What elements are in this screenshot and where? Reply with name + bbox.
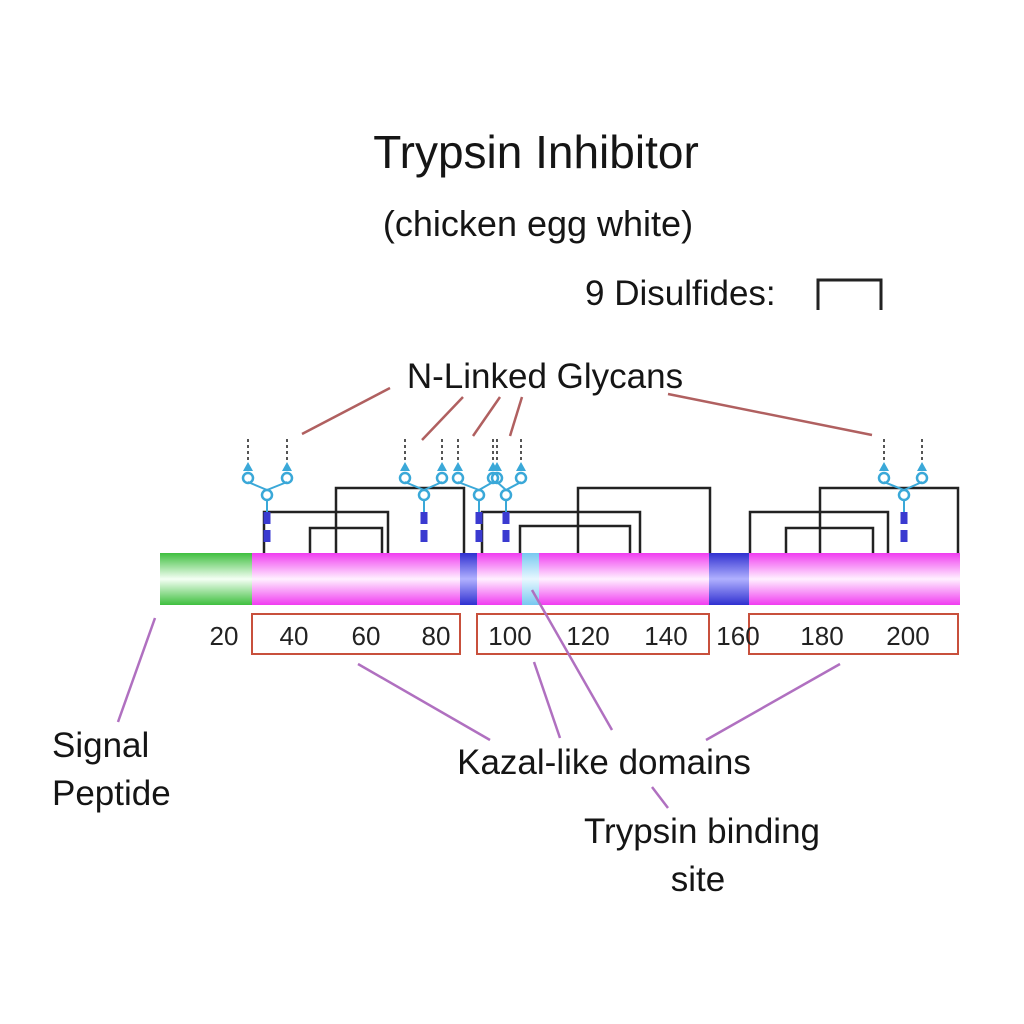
kazal-domain-box	[251, 613, 461, 655]
glycan-antenna	[453, 462, 463, 471]
glycans-label: N-Linked Glycans	[407, 357, 683, 396]
tick-label: 180	[800, 621, 843, 651]
glycan-mannose	[877, 471, 891, 485]
glycan-mannose	[280, 471, 294, 485]
glycan-core-square	[263, 512, 271, 524]
tick-label: 60	[352, 621, 381, 651]
linker-segment-1	[460, 553, 477, 605]
glycan-mannose	[915, 471, 929, 485]
disulfide-bonds	[262, 486, 960, 553]
glycan-mannose	[435, 471, 449, 485]
glycan-mannose	[486, 471, 500, 485]
glycan-callout-line	[421, 396, 464, 441]
glycan-mannose	[499, 488, 513, 502]
binding-callout-line	[651, 786, 669, 809]
glycan-link	[266, 481, 288, 491]
trypsin-binding-label-line2: site	[671, 860, 725, 899]
glycan-antenna	[400, 462, 410, 471]
disulfide-bond	[576, 486, 712, 553]
glycan-mannose	[241, 471, 255, 485]
signal-callout-line	[116, 617, 157, 723]
glycan-mannose	[260, 488, 274, 502]
tick-label: 40	[280, 621, 309, 651]
glycan-antenna	[879, 462, 889, 471]
glycan-core-square	[900, 530, 908, 542]
glycan-tree	[877, 438, 929, 542]
signal-peptide-label-line2: Peptide	[52, 774, 171, 813]
glycan-core-square	[900, 512, 908, 524]
glycan-core-square	[420, 512, 428, 524]
glycan-tree	[490, 438, 528, 542]
glycan-mannose	[514, 471, 528, 485]
glycan-core-square	[502, 512, 510, 524]
kazal-domains-label: Kazal-like domains	[457, 743, 751, 782]
disulfide-bond	[334, 486, 466, 553]
kazal-callout-line	[705, 662, 841, 742]
signal-peptide-label-line1: Signal	[52, 726, 149, 765]
glycan-callout-line	[667, 392, 873, 437]
domain-boxes	[251, 613, 959, 655]
tick-label: 200	[886, 621, 929, 651]
glycan-core-square	[475, 530, 483, 542]
trypsin-binding-label-line1: Trypsin binding	[584, 812, 820, 851]
glycan-antenna	[282, 462, 292, 471]
glycan-antenna	[243, 462, 253, 471]
glycan-tree	[451, 438, 500, 542]
disulfide-bond	[308, 526, 384, 553]
kazal-domain-box	[476, 613, 710, 655]
glycan-link	[883, 481, 905, 491]
glycan-callout-line	[508, 396, 524, 437]
glycan-tree	[241, 438, 294, 542]
signal-peptide-segment	[160, 553, 252, 605]
glycan-mannose	[897, 488, 911, 502]
binding-callout-line	[530, 589, 614, 731]
glycan-mannose	[472, 488, 486, 502]
glycan-callout-line	[471, 396, 502, 437]
disulfide-bond	[784, 526, 875, 553]
callout-lines	[116, 589, 841, 809]
glycan-mannose	[417, 488, 431, 502]
glycan-tree	[398, 438, 449, 542]
kazal-domain-box	[748, 613, 959, 655]
glycan-link	[457, 481, 480, 491]
diagram-subtitle: (chicken egg white)	[383, 203, 693, 244]
glycan-core-square	[475, 512, 483, 524]
disulfide-bond	[518, 524, 632, 553]
glycan-mannose	[398, 471, 412, 485]
glycan-core-square	[420, 530, 428, 542]
glycan-mannose	[490, 471, 504, 485]
linker-segment-2	[709, 553, 749, 605]
kazal-domain-1	[252, 553, 460, 605]
disulfide-bond	[818, 486, 960, 553]
glycan-antenna	[437, 462, 447, 471]
tick-label: 100	[488, 621, 531, 651]
tick-label: 140	[644, 621, 687, 651]
glycan-antenna	[516, 462, 526, 471]
tick-label: 120	[566, 621, 609, 651]
glycan-callouts	[301, 386, 873, 441]
axis-ticks: 20 40 60 80 100 120 140 160 180 200	[210, 621, 930, 651]
kazal-callout-line	[532, 661, 562, 739]
glycan-core-square	[263, 530, 271, 542]
tick-label: 160	[716, 621, 759, 651]
glycan-trees	[241, 438, 929, 542]
kazal-domain-3	[749, 553, 960, 605]
disulfide-legend-label: 9 Disulfides:	[585, 274, 776, 313]
glycan-mannose	[451, 471, 465, 485]
disulfide-legend-icon	[816, 278, 883, 310]
glycan-antenna	[917, 462, 927, 471]
disulfide-bond	[262, 510, 390, 553]
trypsin-binding-site	[522, 553, 539, 605]
glycan-core-square	[502, 530, 510, 542]
kazal-callout-line	[357, 662, 491, 742]
glycan-antenna	[492, 462, 502, 471]
diagram-title: Trypsin Inhibitor	[373, 126, 699, 178]
tick-label: 80	[422, 621, 451, 651]
tick-label: 20	[210, 621, 239, 651]
glycan-callout-line	[301, 386, 391, 436]
kazal-domain-2	[477, 553, 709, 605]
protein-bar	[160, 553, 960, 605]
